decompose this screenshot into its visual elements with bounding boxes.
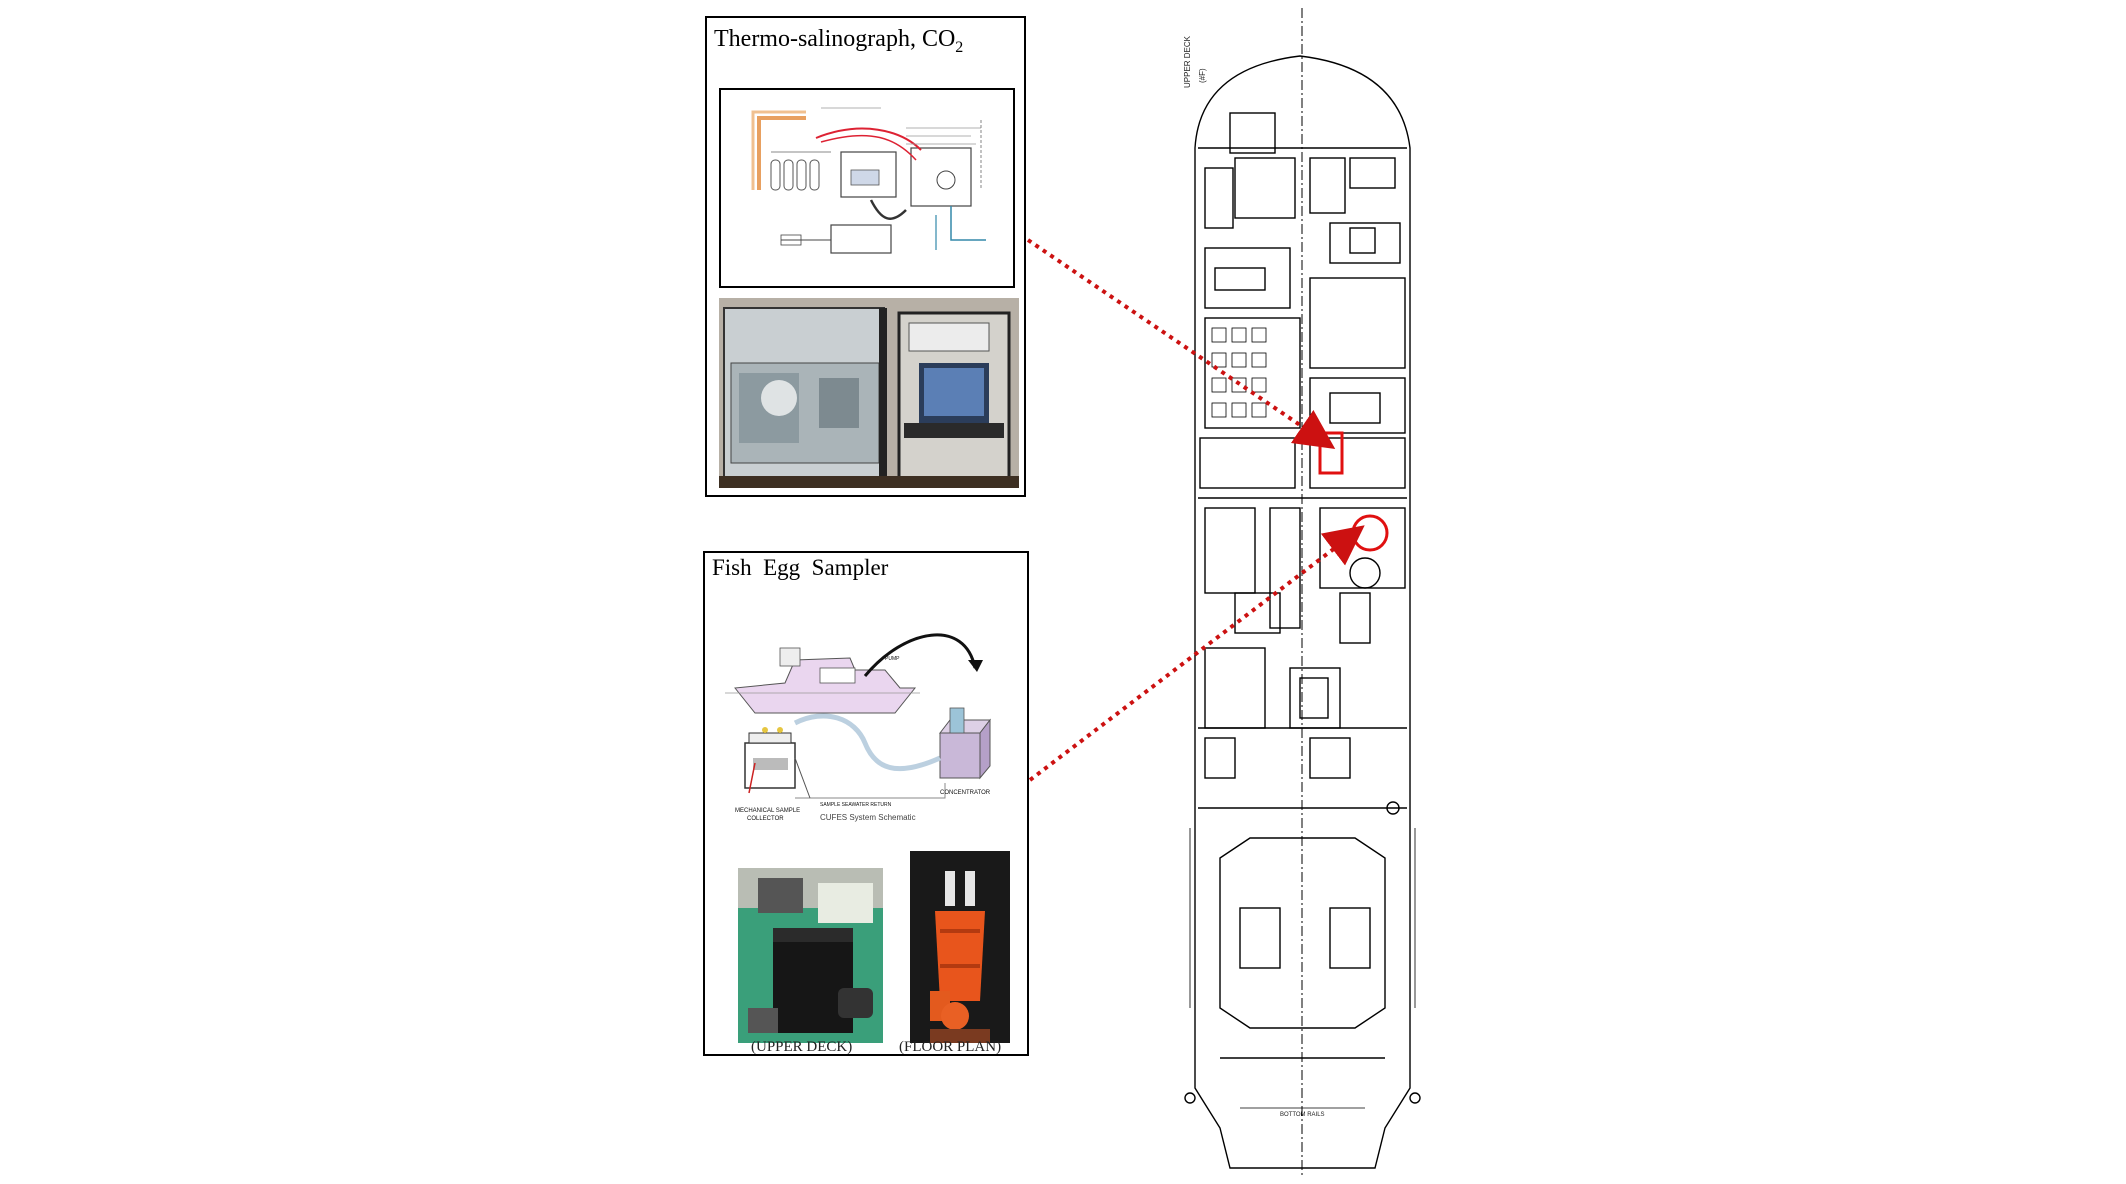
ship-deck-plan: UPPER DECK (#F) BOTTOM RAILS — [1183, 8, 1421, 1178]
fish-panel-title: Fish Egg Sampler — [712, 555, 889, 580]
thermo-schematic-drawing — [751, 107, 986, 254]
hull-outline — [1194, 55, 1411, 1169]
upper-deck-caption: (UPPER DECK) — [751, 1039, 853, 1055]
thermo-schematic — [719, 88, 1015, 288]
frame-label: (#F) — [1198, 68, 1207, 83]
cufes-caption: CUFES System Schematic — [820, 813, 916, 822]
thermo-location-marker — [1318, 431, 1344, 475]
thermo-photo-drawing — [719, 298, 1019, 488]
cufes-schematic: CONCENTRATOR PUMP SAMPLE SEAWATER RETURN… — [725, 633, 992, 822]
fish-egg-sampler-panel: Fish Egg Sampler CONCENTRATOR PUMP SAMPL… — [703, 551, 1029, 1056]
collector-label: COLLECTOR — [747, 816, 784, 822]
floor-plan-caption: (FLOOR PLAN) — [899, 1039, 1002, 1055]
upper-deck-photo — [738, 868, 883, 1043]
floor-plan-photo-drawing — [910, 851, 1010, 1043]
floor-plan-photo — [910, 851, 1010, 1043]
concentrator-label: CONCENTRATOR — [940, 790, 991, 796]
deck-label: UPPER DECK — [1183, 35, 1192, 88]
thermo-title-subscript: 2 — [955, 38, 964, 56]
thermo-instrument-photo — [719, 298, 1019, 488]
pump-label: PUMP — [885, 656, 900, 662]
bottom-label: BOTTOM RAILS — [1280, 1112, 1325, 1118]
thermo-title-text: Thermo-salinograph, CO — [714, 26, 956, 52]
mechanical-label: MECHANICAL SAMPLE — [735, 808, 800, 814]
fish-egg-location-marker — [1351, 514, 1389, 552]
upper-deck-photo-drawing — [738, 868, 883, 1043]
thermo-panel-title: Thermo-salinograph, CO2 — [714, 26, 963, 57]
thermo-salinograph-panel: Thermo-salinograph, CO2 — [705, 16, 1026, 497]
sample-return-label: SAMPLE SEAWATER RETURN — [820, 802, 892, 808]
